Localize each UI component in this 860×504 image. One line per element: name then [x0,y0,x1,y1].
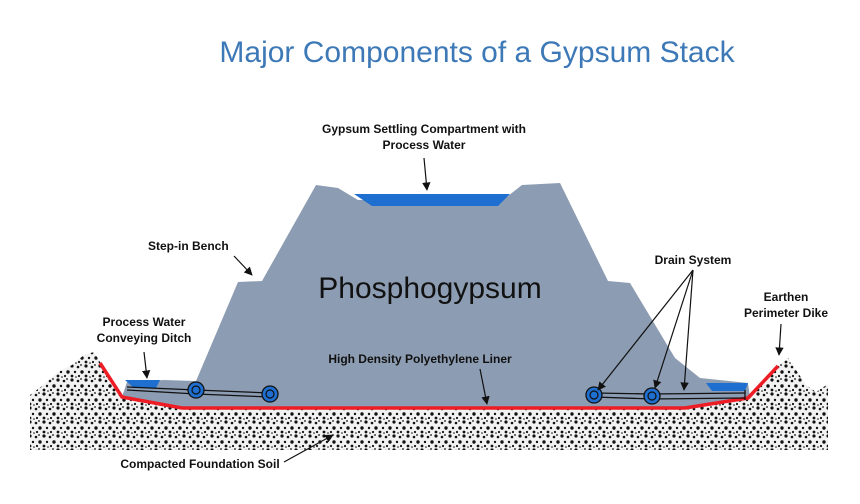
drain-system-arrow [597,269,694,391]
right-ditch-water [706,383,748,391]
diagram-title: Major Components of a Gypsum Stack [219,36,735,69]
step-in-bench-label: Step-in Bench [148,239,229,253]
phosphogypsum-stack [122,183,750,408]
earthen-dike-label-line1: Earthen [764,290,809,304]
settling-compartment-label-line1: Gypsum Settling Compartment with [322,122,526,136]
drain-system-arrow [680,269,694,391]
foundation-soil [30,352,828,450]
hdpe-liner-arrow [479,368,490,405]
conveying-ditch-arrow [141,351,151,379]
hdpe-liner-label: High Density Polyethylene Liner [328,352,512,366]
settling-compartment-arrow [422,157,431,191]
drain-node [643,387,661,405]
settling-compartment-label-line2: Process Water [383,138,466,152]
left-ditch-water [125,380,160,388]
right-drain-pipe [594,390,746,400]
earthen-dike-label-line2: Perimeter Dike [744,306,828,320]
hdpe-liner-line [98,362,780,410]
drain-node [261,385,279,403]
foundation-soil-label: Compacted Foundation Soil [120,457,279,471]
conveying-ditch-label-line2: Conveying Ditch [97,331,192,345]
earthen-dike-arrow [775,323,784,356]
settling-compartment-water [354,194,510,206]
left-drain-pipe [126,386,271,398]
drain-system-arrow [653,269,694,389]
drain-system-label: Drain System [655,253,732,267]
conveying-ditch-label-line1: Process Water [103,315,186,329]
drain-node [585,386,603,404]
step-in-bench-arrow [233,255,253,276]
foundation-soil-arrow [283,434,334,463]
drain-node [187,381,205,399]
phosphogypsum-label: Phosphogypsum [318,272,541,305]
